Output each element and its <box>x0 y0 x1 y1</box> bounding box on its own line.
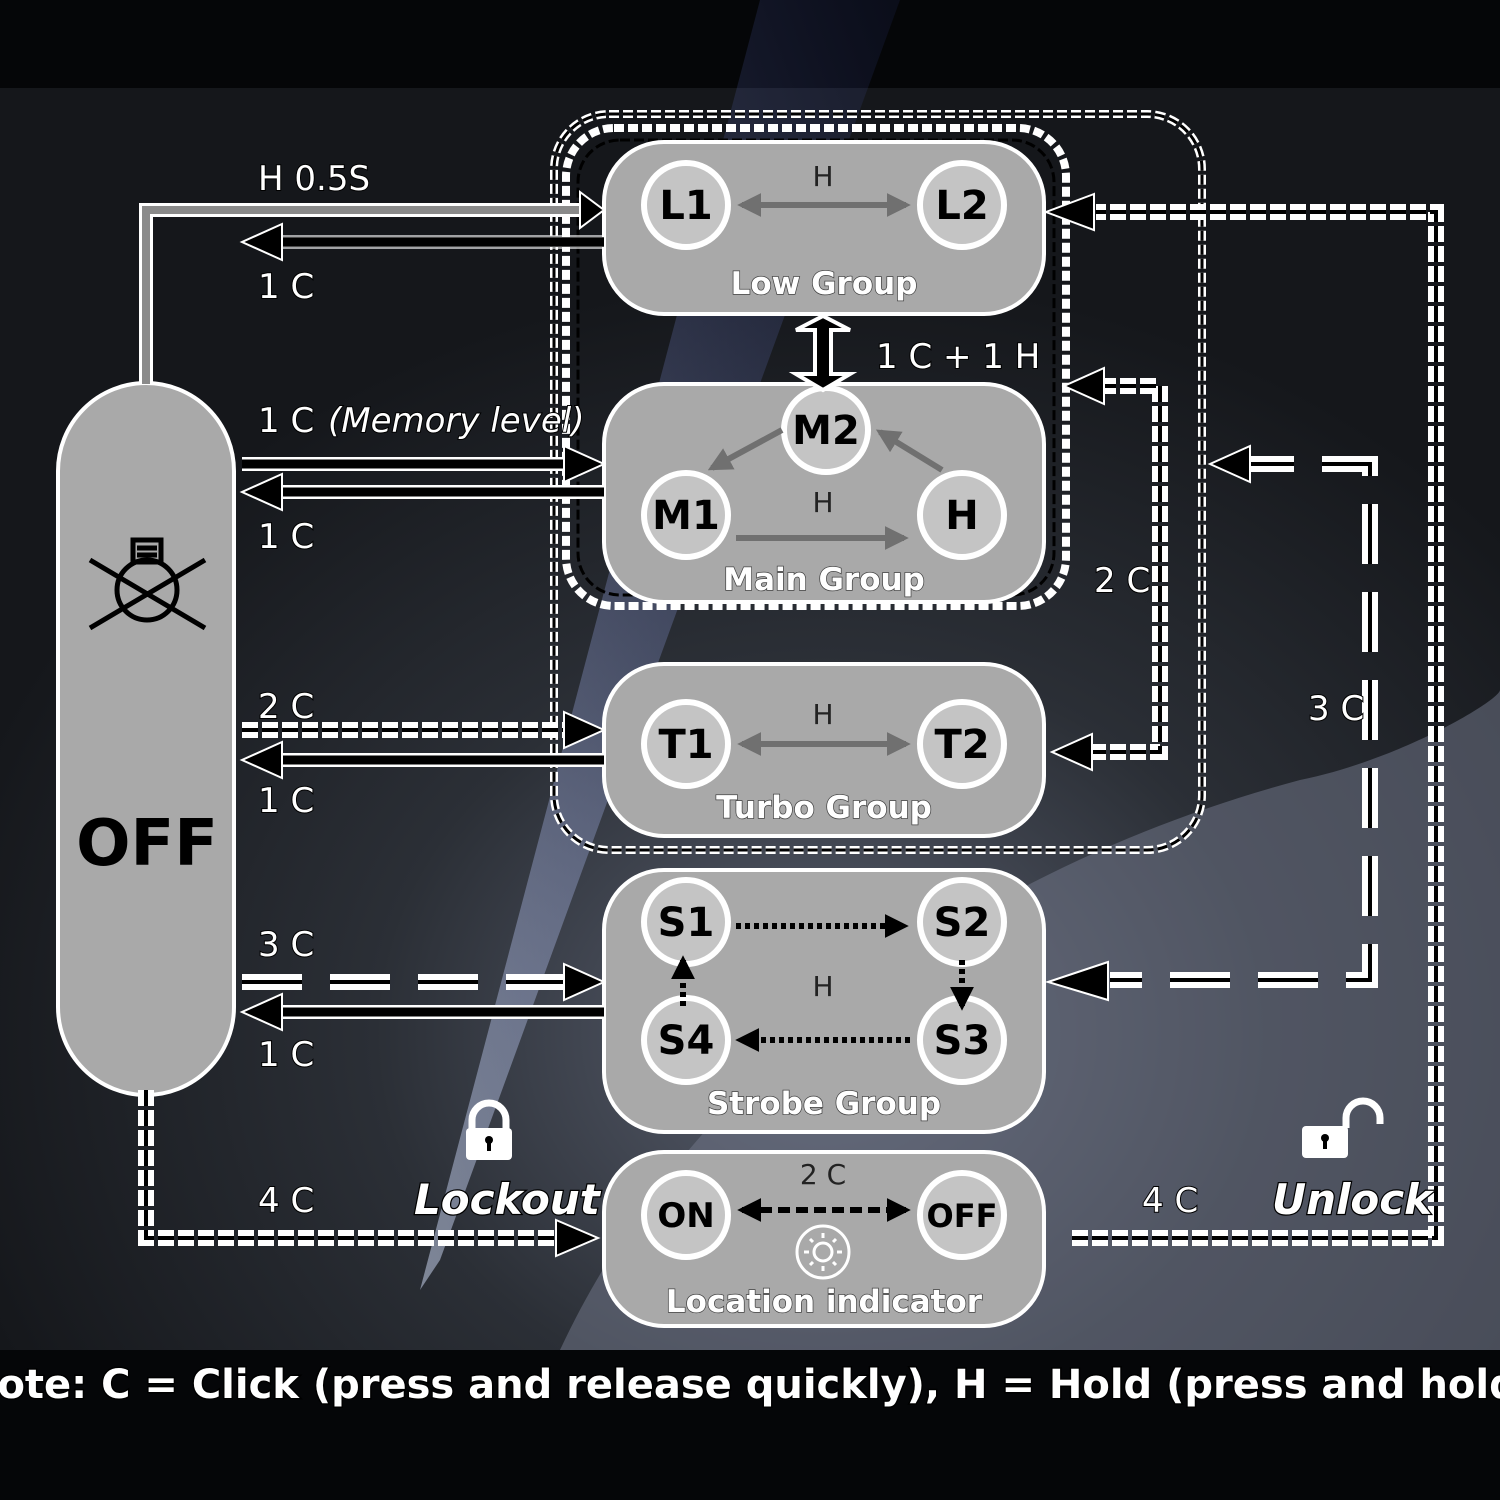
light-beam <box>420 0 900 1290</box>
right-3c-core <box>1110 462 1372 982</box>
lockout-label: Lockout <box>414 1175 602 1224</box>
main-group-title: Main Group <box>723 562 925 598</box>
node-s3[interactable]: S3 <box>917 995 1007 1085</box>
svg-text:M2: M2 <box>792 408 860 454</box>
svg-text:ON: ON <box>657 1196 714 1236</box>
strobe-group-title: Strobe Group <box>707 1086 941 1122</box>
turbo-group-title: Turbo Group <box>716 790 932 826</box>
main-group[interactable]: M2 M1 H H Main Group <box>602 382 1046 604</box>
off-to-lockout-arrowhead <box>555 1218 601 1258</box>
low-group[interactable]: L1 L2 H Low Group <box>602 140 1046 316</box>
node-s4[interactable]: S4 <box>641 995 731 1085</box>
node-on[interactable]: ON <box>641 1170 731 1260</box>
off-panel[interactable]: OFF <box>56 381 236 1097</box>
off-to-turbo-label: 2 C <box>258 687 314 727</box>
node-t2[interactable]: T2 <box>917 699 1007 789</box>
svg-text:M1: M1 <box>652 493 720 539</box>
strobe-to-off-arrowhead <box>239 992 283 1032</box>
node-h[interactable]: H <box>917 470 1007 560</box>
off-to-low-label: H 0.5S <box>258 159 370 199</box>
unlock-core <box>1072 210 1438 1240</box>
off-to-main-arrowhead <box>563 444 607 484</box>
turbo-to-off-arrowhead <box>239 740 283 780</box>
main-to-off-arrowhead <box>239 472 283 512</box>
low-to-off-label: 1 C <box>258 267 314 307</box>
off-to-main-label: 1 C <box>258 401 314 441</box>
memory-level-label: (Memory level) <box>328 401 584 441</box>
turbo-hold-label: H <box>812 698 833 731</box>
strobe-to-off-label: 1 C <box>258 1035 314 1075</box>
sun-icon <box>795 1224 851 1280</box>
main-to-turbo-arrowhead-top <box>1061 366 1105 406</box>
node-s2[interactable]: S2 <box>917 877 1007 967</box>
low-hold-label: H <box>812 160 833 193</box>
turbo-to-off-label: 1 C <box>258 781 314 821</box>
low-to-off-arrowhead <box>239 222 283 262</box>
lock-open-icon <box>1302 1097 1384 1158</box>
location-indicator-group[interactable]: ON OFF 2 C Location indicator <box>602 1150 1046 1328</box>
svg-text:L2: L2 <box>935 183 988 229</box>
off-to-strobe-label: 3 C <box>258 925 314 965</box>
svg-text:OFF: OFF <box>927 1197 998 1235</box>
main-to-turbo-label: 2 C <box>1094 561 1150 601</box>
unlock-clicks: 4 C <box>1142 1181 1198 1221</box>
right-3c-arrowhead-bottom <box>1044 960 1109 1002</box>
off-to-lockout-core <box>144 1090 566 1240</box>
h-to-m2-arrow <box>875 429 944 473</box>
node-l2[interactable]: L2 <box>917 160 1007 250</box>
location-group-title: Location indicator <box>666 1284 983 1320</box>
svg-text:S3: S3 <box>934 1018 991 1064</box>
node-m1[interactable]: M1 <box>641 470 731 560</box>
m2-to-m1-arrow <box>707 427 784 471</box>
svg-text:L1: L1 <box>659 183 712 229</box>
off-to-strobe-arrowhead <box>563 962 607 1002</box>
main-to-off-label: 1 C <box>258 517 314 557</box>
node-s1[interactable]: S1 <box>641 877 731 967</box>
unlock-arrowhead <box>1043 192 1095 232</box>
svg-text:H: H <box>945 493 978 539</box>
unlock-label: Unlock <box>1272 1175 1435 1224</box>
svg-text:S1: S1 <box>658 900 715 946</box>
right-3c-label: 3 C <box>1308 689 1364 729</box>
strobe-group[interactable]: S1 S2 S3 S4 H Strobe Group <box>602 868 1046 1134</box>
node-off[interactable]: OFF <box>917 1170 1007 1260</box>
turbo-group[interactable]: T1 T2 H Turbo Group <box>602 662 1046 838</box>
low-main-turbo-dotted-outline-inner <box>552 112 1204 852</box>
svg-text:T2: T2 <box>934 722 989 768</box>
svg-text:S4: S4 <box>658 1018 715 1064</box>
lock-closed-icon <box>466 1099 512 1160</box>
off-to-lockout-clicks: 4 C <box>258 1181 314 1221</box>
bulb-off-icon <box>88 537 207 631</box>
low-main-dotted-outline <box>562 124 1070 610</box>
location-clicks-label: 2 C <box>800 1158 846 1191</box>
off-label: OFF <box>76 807 218 881</box>
main-to-turbo-core <box>1090 384 1162 754</box>
low-main-double-arrow <box>788 313 858 393</box>
main-hold-label: H <box>812 486 833 519</box>
legend-note: Note: C = Click (press and release quick… <box>0 1362 1500 1408</box>
main-to-turbo-arrowhead-bottom <box>1049 732 1093 772</box>
svg-text:T1: T1 <box>658 722 713 768</box>
strobe-hold-label: H <box>812 970 833 1003</box>
node-m2[interactable]: M2 <box>781 385 871 475</box>
off-to-low-arrowhead <box>579 190 606 230</box>
off-to-low-line-inner <box>142 206 580 384</box>
svg-text:S2: S2 <box>934 900 991 946</box>
low-main-transition-label: 1 C + 1 H <box>876 337 1040 377</box>
low-group-title: Low Group <box>731 266 918 302</box>
node-l1[interactable]: L1 <box>641 160 731 250</box>
right-3c-arrowhead-top <box>1207 444 1251 484</box>
node-t1[interactable]: T1 <box>641 699 731 789</box>
off-to-turbo-arrowhead <box>563 710 607 750</box>
